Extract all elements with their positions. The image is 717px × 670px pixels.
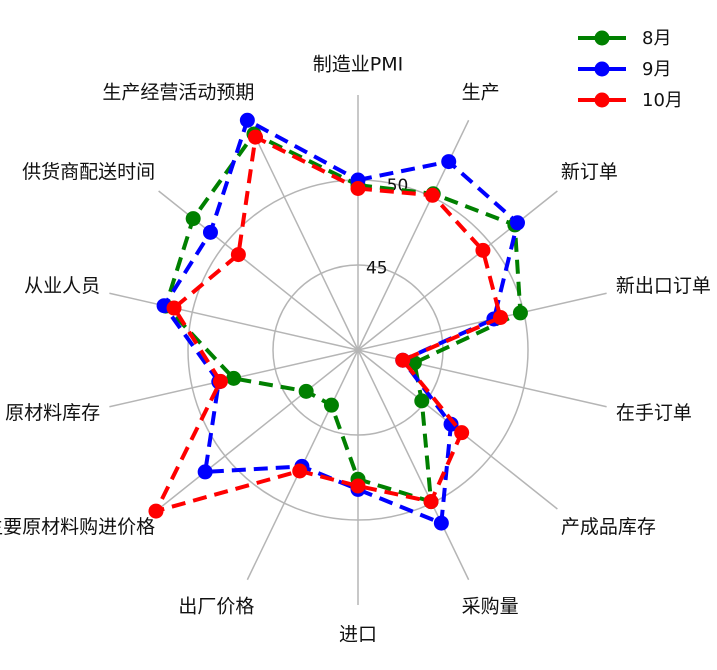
spoke-line xyxy=(246,119,359,351)
axis-label: 进口 xyxy=(339,624,377,646)
legend-item: 9月 xyxy=(578,59,671,80)
legend-marker xyxy=(594,92,610,108)
data-point xyxy=(226,370,242,386)
spoke-line xyxy=(357,190,558,351)
data-point xyxy=(512,305,528,321)
legend: 8月 9月 10月 xyxy=(578,28,683,111)
data-point xyxy=(406,355,422,371)
legend-item: 8月 xyxy=(578,28,671,49)
spoke-line xyxy=(357,349,470,581)
axis-label: 从业人员 xyxy=(24,275,100,297)
data-point xyxy=(414,393,430,409)
data-point xyxy=(202,224,218,240)
legend-label: 9月 xyxy=(642,59,671,80)
axis-label: 新订单 xyxy=(561,161,618,183)
data-point xyxy=(212,373,228,389)
legend-item: 10月 xyxy=(578,90,683,111)
data-point xyxy=(443,416,459,432)
axis-label: 新出口订单 xyxy=(616,275,711,297)
series-line xyxy=(154,135,503,514)
data-point xyxy=(247,129,263,145)
series-3 xyxy=(148,129,509,519)
legend-label: 8月 xyxy=(642,28,671,49)
spoke-line xyxy=(109,292,359,351)
data-point xyxy=(441,154,457,170)
data-point xyxy=(423,494,439,510)
data-point xyxy=(424,187,440,203)
data-point xyxy=(148,503,164,519)
series-layer xyxy=(148,112,528,531)
data-point xyxy=(475,242,491,258)
spoke-line xyxy=(357,119,470,351)
legend-marker xyxy=(594,30,610,46)
data-point xyxy=(292,463,308,479)
axis-label: 主要原材料购进价格 xyxy=(0,516,155,538)
data-point xyxy=(395,352,411,368)
grid-layer xyxy=(109,95,607,605)
data-point xyxy=(509,215,525,231)
axis-label: 出厂价格 xyxy=(178,595,254,617)
axis-label: 供货商配送时间 xyxy=(22,161,155,183)
spoke-line xyxy=(357,349,607,408)
legend-marker xyxy=(594,61,610,77)
data-point xyxy=(493,309,509,325)
data-point xyxy=(166,300,182,316)
radial-tick-label: 45 xyxy=(366,259,388,279)
spoke-line xyxy=(357,292,607,351)
axis-label: 制造业PMI xyxy=(313,54,403,76)
axis-label: 生产 xyxy=(462,82,500,104)
axis-label: 产成品库存 xyxy=(561,516,656,538)
data-point xyxy=(298,383,314,399)
axis-label: 原材料库存 xyxy=(5,402,100,424)
axis-label: 生产经营活动预期 xyxy=(102,82,254,104)
axis-label: 采购量 xyxy=(462,595,519,617)
data-point xyxy=(185,211,201,227)
data-point xyxy=(454,425,470,441)
data-point xyxy=(239,112,255,128)
data-point xyxy=(350,478,366,494)
data-point xyxy=(323,397,339,413)
data-point xyxy=(197,464,213,480)
data-point xyxy=(230,247,246,263)
data-point xyxy=(433,515,449,531)
spoke-line xyxy=(158,349,359,510)
data-point xyxy=(350,181,366,196)
axis-label: 在手订单 xyxy=(616,402,692,424)
legend-label: 10月 xyxy=(642,90,683,111)
